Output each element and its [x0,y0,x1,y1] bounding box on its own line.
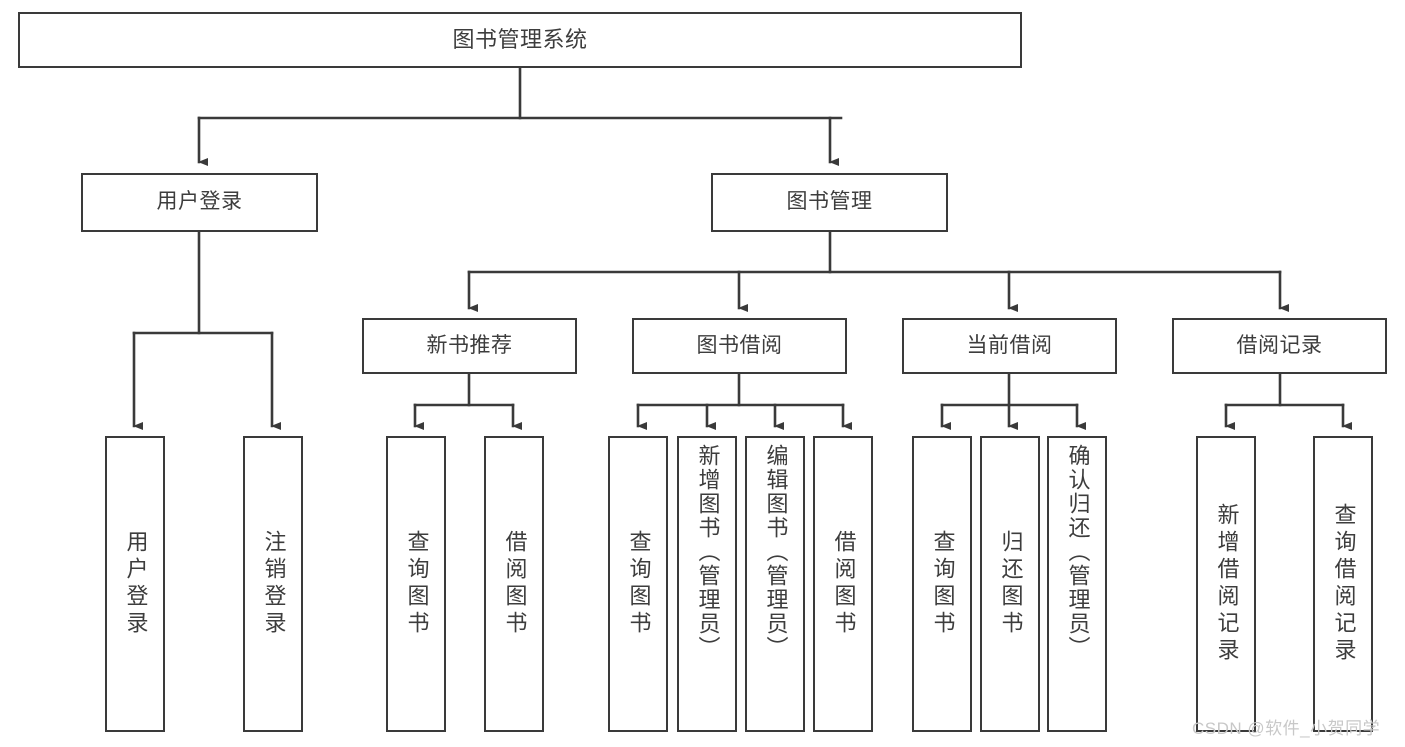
node-current-borrow[interactable]: 当前借阅 [902,318,1117,374]
leaf-book-borrow-edit-book-admin[interactable]: 编辑图书（管理员） [745,436,805,732]
leaf-new-book-query-books[interactable]: 查询图书 [386,436,446,732]
node-label: 归还图书 [998,530,1024,638]
leaf-borrow-record-query-record[interactable]: 查询借阅记录 [1313,436,1373,732]
node-label: 图书管理 [786,190,873,214]
leaf-current-borrow-confirm-return-admin[interactable]: 确认归还（管理员） [1047,436,1107,732]
leaf-user-login-sign-in[interactable]: 用户登录 [105,436,165,732]
node-new-book-recommend[interactable]: 新书推荐 [362,318,577,374]
node-root-library-management-system[interactable]: 图书管理系统 [18,12,1022,68]
node-label: 借阅图书 [831,530,857,638]
node-label: 编辑图书（管理员） [763,444,789,660]
node-label: 用户登录 [123,530,149,638]
node-label: 查询图书 [626,530,652,638]
leaf-book-borrow-borrow-books[interactable]: 借阅图书 [813,436,873,732]
node-label: 新书推荐 [426,333,513,357]
leaf-current-borrow-return-books[interactable]: 归还图书 [980,436,1040,732]
node-label: 查询图书 [930,530,956,638]
leaf-current-borrow-query-books[interactable]: 查询图书 [912,436,972,732]
node-label: 图书借阅 [696,333,783,357]
leaf-user-login-sign-out[interactable]: 注销登录 [243,436,303,732]
node-book-management[interactable]: 图书管理 [711,173,948,232]
node-label: 确认归还（管理员） [1065,444,1091,660]
node-borrow-record[interactable]: 借阅记录 [1172,318,1387,374]
node-label: 新增图书（管理员） [695,444,721,660]
leaf-borrow-record-add-record[interactable]: 新增借阅记录 [1196,436,1256,732]
node-user-login[interactable]: 用户登录 [81,173,318,232]
node-label: 查询图书 [404,530,430,638]
node-label: 借阅图书 [502,530,528,638]
node-label: 借阅记录 [1236,333,1323,357]
node-label: 当前借阅 [966,333,1053,357]
leaf-book-borrow-query-books[interactable]: 查询图书 [608,436,668,732]
node-label: 查询借阅记录 [1331,503,1357,665]
leaf-book-borrow-add-book-admin[interactable]: 新增图书（管理员） [677,436,737,732]
node-book-borrow[interactable]: 图书借阅 [632,318,847,374]
node-label: 注销登录 [261,530,287,638]
leaf-new-book-borrow-books[interactable]: 借阅图书 [484,436,544,732]
node-label: 用户登录 [156,190,243,214]
node-label: 图书管理系统 [452,27,588,53]
node-label: 新增借阅记录 [1214,503,1240,665]
